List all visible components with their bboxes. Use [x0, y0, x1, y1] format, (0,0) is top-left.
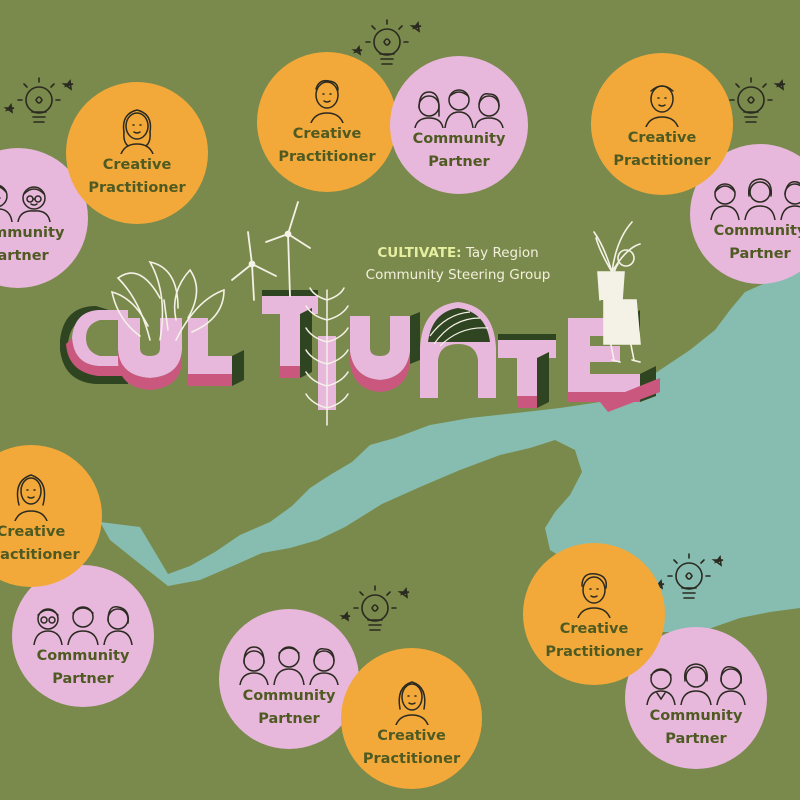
creative-label: Creative [559, 621, 629, 637]
creative-label: Creative [377, 728, 446, 744]
creative-practitioner-circle: Creative Practitioner [66, 82, 208, 224]
partner-label: Partner [52, 671, 114, 687]
practitioner-label: Practitioner [362, 751, 461, 767]
polytunnel-icon [420, 302, 496, 398]
faces-icon [577, 573, 611, 618]
community-partner-circle: Community Partner [625, 627, 767, 769]
creative-label: Creative [0, 524, 66, 540]
river-channel [100, 522, 168, 586]
practitioner-label: Practitioner [88, 180, 186, 196]
faces-icon [646, 663, 746, 705]
practitioner-label: Practitioner [545, 644, 643, 660]
faces-icon [120, 109, 154, 154]
practitioner-label: Practitioner [278, 149, 376, 165]
creative-label: Creative [627, 130, 697, 146]
community-label: Community [36, 648, 130, 664]
lightbulb-icon [3, 77, 74, 123]
heading-line-2: Community Steering Group [365, 267, 551, 283]
creative-label: Creative [102, 157, 172, 173]
logo-letter-t [262, 290, 318, 378]
creative-practitioner-circle: Creative Practitioner [591, 53, 733, 195]
faces-icon [14, 474, 48, 521]
logo-letter-l [188, 318, 244, 386]
creative-practitioner-circle: Creative Practitioner [523, 543, 665, 685]
partner-label: Partner [729, 246, 791, 262]
partner-label: Partner [258, 711, 320, 727]
lightbulb-icon [351, 19, 422, 65]
plant-icon [110, 260, 225, 341]
wind-turbine-icon [265, 201, 311, 297]
partner-label: Partner [665, 731, 727, 747]
community-label: Community [242, 688, 336, 704]
faces-icon [310, 79, 344, 123]
faces-icon [394, 681, 429, 725]
community-partner-circle: Community Partner [390, 56, 528, 194]
logo-letter-t [498, 334, 556, 408]
plant-icon [305, 287, 349, 426]
estuary-water [168, 262, 800, 632]
creative-practitioner-circle: Creative Practitioner [341, 648, 482, 789]
person-with-plant-icon [593, 221, 641, 363]
logo-letter-v [350, 312, 420, 392]
creative-practitioner-circle: Creative Practitioner [257, 52, 397, 192]
faces-icon [0, 184, 51, 222]
practitioner-label: Practitioner [0, 547, 80, 563]
practitioner-label: Practitioner [613, 153, 711, 169]
heading-line-1: CULTIVATE: Tay Region [338, 242, 578, 264]
community-partner-circle: Community Partner [12, 565, 154, 707]
community-label: Community [0, 225, 65, 241]
creative-practitioner-circle: Creative Practitioner [0, 445, 102, 587]
partner-label: Partner [428, 154, 490, 170]
region-name: Tay Region [465, 245, 539, 261]
brand-name: CULTIVATE: [377, 245, 462, 261]
faces-icon [645, 85, 679, 127]
logo-letter-e [568, 310, 660, 412]
community-label: Community [649, 708, 743, 724]
faces-icon [239, 646, 339, 685]
lightbulb-icon [339, 585, 410, 631]
wind-turbine-icon [231, 231, 277, 301]
logo-letter-u [118, 318, 182, 390]
faces-icon [414, 89, 504, 128]
community-label: Community [412, 131, 506, 147]
faces-icon [710, 178, 800, 220]
community-label: Community [713, 223, 800, 239]
faces-icon [33, 606, 133, 645]
logo-letter-c [60, 306, 128, 384]
group-heading: CULTIVATE: Tay Region Community Steering… [338, 242, 578, 286]
creative-label: Creative [292, 126, 362, 142]
partner-label: Partner [0, 248, 49, 264]
community-partner-circle: Community Partner [219, 609, 359, 749]
